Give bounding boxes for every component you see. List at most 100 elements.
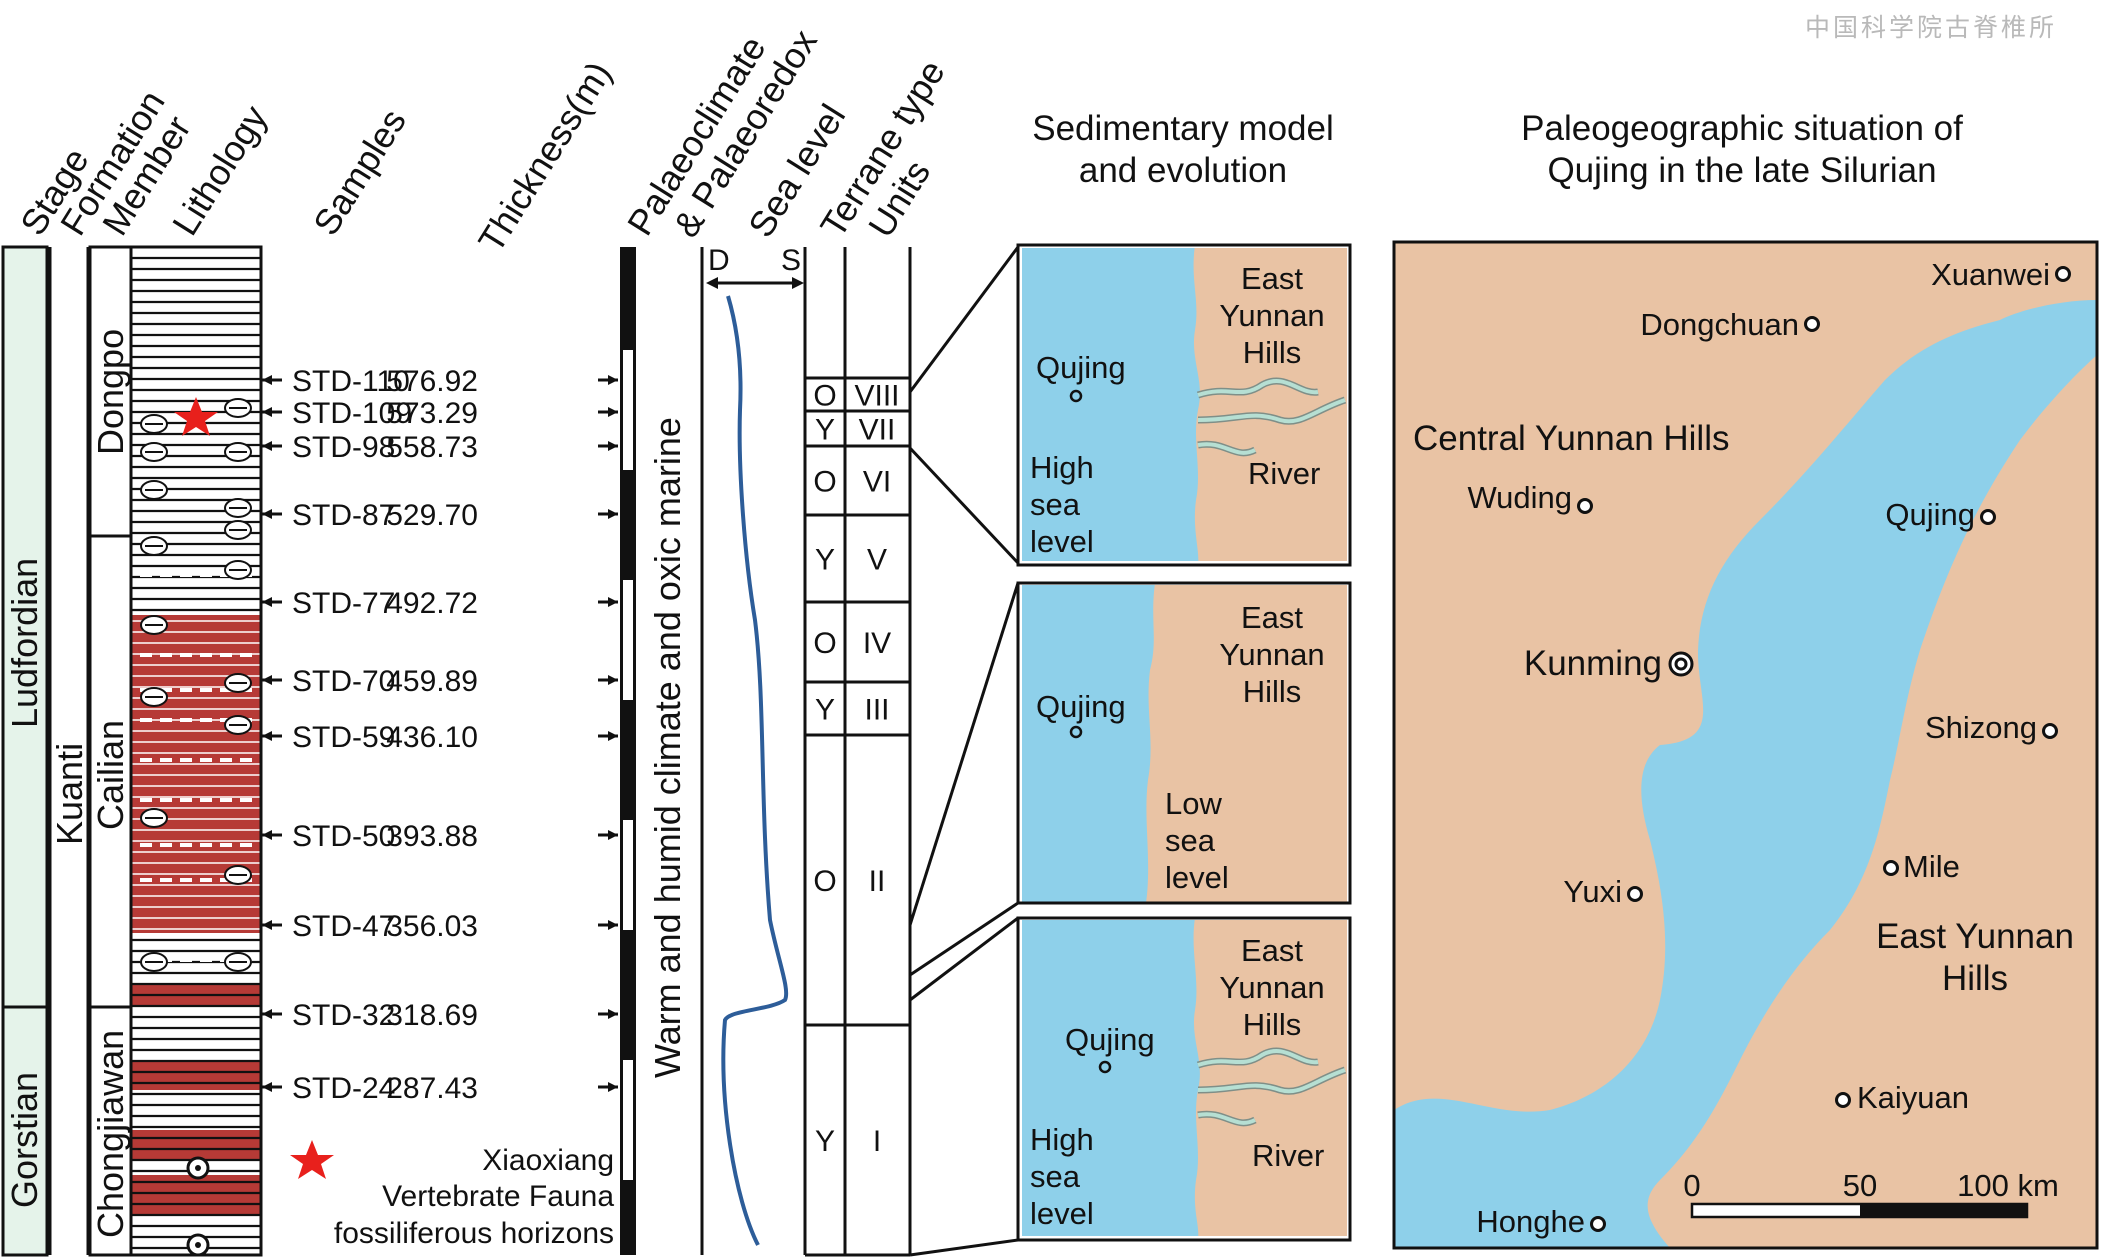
sample-thickness: 318.69 — [386, 999, 478, 1032]
panel-2-hills-1: East — [1241, 600, 1303, 635]
terrane-type: Y — [815, 694, 835, 727]
sample-id: STD-109 — [292, 397, 412, 430]
panel-2-town-marker — [1069, 725, 1083, 739]
sample-row: STD-87 — [262, 499, 395, 532]
fossil-legend: Xiaoxiang Vertebrate Fauna fossiliferous… — [290, 1140, 614, 1250]
region-east-yunnan-2: Hills — [1942, 959, 2008, 998]
panel-3-sea-3: level — [1030, 1196, 1094, 1231]
marker-xuanwei — [2055, 266, 2071, 282]
marker-qujing — [1980, 509, 1996, 525]
sample-thickness: 576.92 — [386, 365, 478, 398]
marker-mile — [1883, 860, 1899, 876]
panel-2-hills-3: Hills — [1243, 674, 1302, 709]
sea-level-shallow: S — [781, 244, 801, 277]
map-title-2: Qujing in the late Silurian — [1547, 151, 1936, 190]
sample-thickness: 573.29 — [386, 397, 478, 430]
sea-level-curve — [721, 295, 789, 1246]
paleogeographic-map: Xuanwei Dongchuan Wuding Qujing Kunming … — [1392, 240, 2099, 1250]
stage-column: Ludfordian Gorstian — [1, 245, 49, 1257]
member-cailian: Cailian — [90, 720, 131, 830]
label-honghe: Honghe — [1476, 1204, 1585, 1239]
lithology-fossil-star — [174, 397, 218, 436]
scale-zero: 0 — [1683, 1168, 1700, 1203]
label-kaiyuan: Kaiyuan — [1857, 1080, 1969, 1115]
sample-id: STD-50 — [292, 820, 395, 853]
terrane-type: O — [813, 627, 836, 660]
sample-thickness: 459.89 — [386, 665, 478, 698]
sea-level-column: D S — [700, 244, 807, 1255]
legend-star-icon — [290, 1140, 334, 1179]
sample-row: STD-109 — [262, 397, 412, 430]
sample-thickness: 558.73 — [386, 431, 478, 464]
thickness-column: 576.92573.29558.73529.70492.72459.89436.… — [386, 365, 618, 1105]
map-title-1: Paleogeographic situation of — [1521, 109, 1963, 148]
region-east-yunnan-1: East Yunnan — [1876, 917, 2074, 956]
sample-row: STD-47 — [262, 910, 395, 943]
formation-kuanti: Kuanti — [49, 743, 90, 845]
panel-2-hills-2: Yunnan — [1219, 637, 1324, 672]
member-chongjiawan: Chongjiawan — [90, 1030, 131, 1238]
sedimentary-title-2: and evolution — [1079, 151, 1287, 190]
panel-1-town-marker — [1069, 389, 1083, 403]
sample-row: STD-24 — [262, 1072, 395, 1105]
sedimentary-panel-1: East Yunnan Hills Qujing High sea level … — [1016, 243, 1352, 567]
scale-end: 100 km — [1957, 1168, 2059, 1203]
header-samples: Samples — [305, 102, 414, 243]
terrane-type: O — [813, 865, 836, 898]
sample-row: STD-32 — [262, 999, 395, 1032]
sample-thickness: 436.10 — [386, 721, 478, 754]
panel-2-sea-1: Low — [1165, 786, 1222, 821]
panel-1-hills-3: Hills — [1243, 335, 1302, 370]
sample-row: STD-59 — [262, 721, 395, 754]
palaeoclimate-text: Warm and humid climate and oxic marine — [647, 417, 688, 1078]
panel-3-hills-1: East — [1241, 933, 1303, 968]
sample-id: STD-59 — [292, 721, 395, 754]
label-wuding: Wuding — [1467, 480, 1572, 515]
watermark: 中国科学院古脊椎所 — [1805, 14, 2057, 42]
sample-id: STD-24 — [292, 1072, 395, 1105]
panel-3-town: Qujing — [1065, 1022, 1155, 1057]
map-sea — [1394, 300, 2097, 1248]
terrane-type: Y — [815, 414, 835, 447]
terrane-type: Y — [815, 544, 835, 577]
label-xuanwei: Xuanwei — [1931, 257, 2050, 292]
sample-id: STD-110 — [292, 365, 410, 398]
panel-3-town-marker — [1098, 1060, 1112, 1074]
stage-gorstian-box — [1, 1005, 49, 1257]
panel-1-sea-3: level — [1030, 524, 1094, 559]
sample-thickness: 287.43 — [386, 1072, 478, 1105]
stage-ludfordian: Ludfordian — [4, 558, 45, 728]
sample-thickness: 393.88 — [386, 820, 478, 853]
panel-3-sea-1: High — [1030, 1122, 1094, 1157]
palaeoclimate-column: Warm and humid climate and oxic marine — [620, 247, 688, 1255]
unit-label: II — [869, 865, 886, 898]
panel-1-town: Qujing — [1036, 350, 1126, 385]
marker-shizong — [2042, 723, 2058, 739]
sample-row: STD-70 — [262, 665, 395, 698]
stage-ludfordian-box — [1, 245, 49, 1009]
sample-id: STD-98 — [292, 431, 395, 464]
panel-1-hills-2: Yunnan — [1219, 298, 1324, 333]
panel-1-river: River — [1248, 456, 1320, 491]
label-kunming: Kunming — [1524, 644, 1662, 683]
panel-1-sea-1: High — [1030, 450, 1094, 485]
sample-id: STD-70 — [292, 665, 395, 698]
terrane-type: O — [813, 466, 836, 499]
panel-2-town: Qujing — [1036, 689, 1126, 724]
lithology-column — [129, 245, 263, 1257]
unit-label: VII — [859, 414, 896, 447]
sample-thickness: 529.70 — [386, 499, 478, 532]
terrane-type: Y — [815, 1125, 835, 1158]
sample-id: STD-77 — [292, 587, 395, 620]
region-central-yunnan: Central Yunnan Hills — [1413, 419, 1730, 458]
stage-gorstian: Gorstian — [4, 1072, 45, 1208]
label-shizong: Shizong — [1925, 710, 2037, 745]
member-column: Dongpo Cailian Chongjiawan — [88, 245, 133, 1257]
marker-wuding — [1577, 498, 1593, 514]
unit-label: VIII — [854, 380, 899, 413]
marker-kaiyuan — [1835, 1092, 1851, 1108]
panel-1-sea-2: sea — [1030, 487, 1081, 522]
panel-2-sea-2: sea — [1165, 823, 1216, 858]
